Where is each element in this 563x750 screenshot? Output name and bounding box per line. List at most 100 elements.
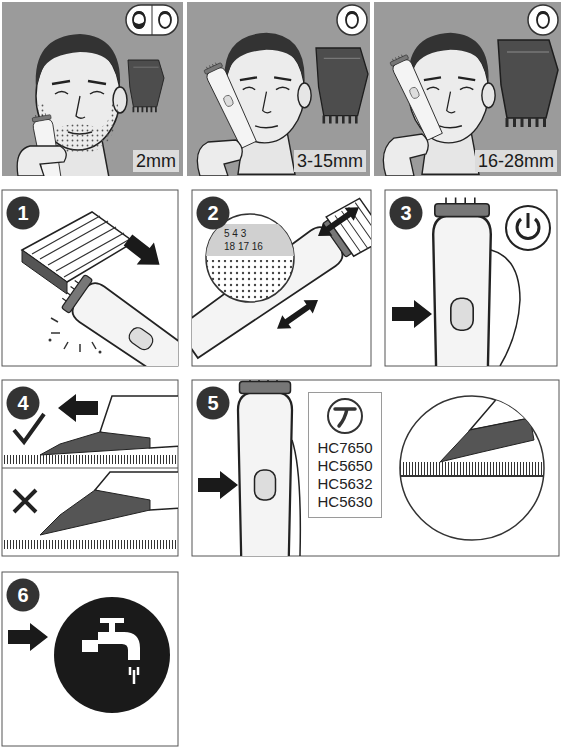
long-hair-illustration xyxy=(537,11,549,28)
short-hair-illustration xyxy=(202,60,257,149)
comb-angle-illustration xyxy=(14,490,36,512)
long-hair-illustration xyxy=(498,40,558,127)
long-hair-illustration xyxy=(528,5,558,35)
step-number: 2 xyxy=(196,196,230,230)
model-number: HC5630 xyxy=(317,493,372,511)
step-number: 3 xyxy=(389,196,423,230)
adjust-length-illustration xyxy=(272,293,322,335)
beard-trim-illustration xyxy=(159,11,171,28)
model-box: HC7650HC5650HC5632HC5630 xyxy=(308,392,382,518)
long-hair-illustration xyxy=(383,134,428,176)
turbo-illustration xyxy=(398,462,548,476)
short-hair-illustration xyxy=(337,5,367,35)
step-number-text: 4 xyxy=(17,393,28,413)
power-on-illustration xyxy=(506,206,550,250)
attach-comb-illustration xyxy=(57,271,178,366)
long-hair-illustration xyxy=(383,5,558,176)
rinse-illustration xyxy=(54,597,170,713)
beard-trim-illustration xyxy=(17,146,66,176)
beard-trim-illustration xyxy=(133,11,145,29)
turbo-illustration xyxy=(238,380,292,556)
comb-angle-illustration xyxy=(2,468,178,469)
turbo-illustration xyxy=(198,380,548,556)
model-number: HC7650 xyxy=(317,439,372,457)
rinse-illustration xyxy=(82,632,140,660)
step-number-text: 5 xyxy=(207,393,218,413)
tool-panel: 16-28mm xyxy=(374,2,561,176)
scale-marking: 18 17 16 xyxy=(224,241,263,253)
step-number: 5 xyxy=(196,386,230,420)
step-number: 6 xyxy=(6,578,40,612)
beard-trim-illustration xyxy=(128,60,164,112)
short-hair-illustration xyxy=(346,11,358,28)
size-label: 16-28mm xyxy=(475,150,557,172)
number-circle xyxy=(7,197,40,230)
adjust-length-illustration xyxy=(192,215,358,361)
adjust-length-illustration xyxy=(192,195,371,361)
turbo-illustration xyxy=(398,395,548,476)
top-panels xyxy=(374,2,561,176)
comb-angle-illustration xyxy=(40,490,150,535)
beard-trim-illustration xyxy=(126,5,178,35)
tool-panel: 2mm xyxy=(2,2,183,176)
adjust-length-illustration xyxy=(200,224,300,310)
step-panel xyxy=(2,572,178,746)
short-hair-illustration xyxy=(316,48,368,123)
rinse-illustration xyxy=(130,667,138,684)
step-number-text: 2 xyxy=(207,203,218,223)
number-circle xyxy=(7,579,40,612)
attach-comb-illustration xyxy=(99,351,102,354)
adjust-length-illustration xyxy=(313,201,363,243)
attach-comb-illustration xyxy=(49,339,52,342)
rinse-illustration xyxy=(8,597,170,713)
turbo-logo xyxy=(335,409,355,426)
step-number-text: 6 xyxy=(17,585,28,605)
size-label: 3-15mm xyxy=(294,150,366,172)
comb-angle-illustration xyxy=(2,455,178,464)
beard-trim-illustration xyxy=(17,5,178,176)
comb-angle-illustration xyxy=(2,540,178,549)
attach-comb-illustration xyxy=(22,212,178,366)
short-hair-illustration xyxy=(197,5,368,176)
adjust-length-illustration xyxy=(200,260,300,310)
turbo-illustration xyxy=(292,440,300,556)
attach-comb-illustration xyxy=(51,318,96,352)
turbo-illustration xyxy=(198,471,238,499)
step-number: 1 xyxy=(6,196,40,230)
tool-panel: 3-15mm xyxy=(187,2,370,176)
turbo-logo xyxy=(326,397,364,435)
power-on-illustration xyxy=(491,250,520,366)
number-circle xyxy=(197,387,230,420)
attach-comb-illustration xyxy=(119,229,168,276)
number-circle xyxy=(7,387,40,420)
top-panels xyxy=(187,2,370,176)
comb-angle-illustration xyxy=(40,432,150,455)
step-number: 4 xyxy=(6,386,40,420)
scale-marking: 5 4 3 xyxy=(224,228,246,240)
power-on-illustration xyxy=(527,213,530,228)
turbo-logo xyxy=(328,399,362,433)
rinse-illustration xyxy=(100,618,124,623)
size-label: 2mm xyxy=(133,150,179,172)
rinse-illustration xyxy=(109,623,115,632)
attach-comb-illustration xyxy=(22,250,67,294)
rinse-illustration xyxy=(8,623,48,651)
comb-angle-illustration xyxy=(58,394,98,422)
turbo-illustration xyxy=(398,475,548,477)
step-number-text: 3 xyxy=(400,203,411,223)
power-on-illustration xyxy=(392,300,432,328)
number-circle xyxy=(197,197,230,230)
step-number-text: 1 xyxy=(17,203,28,223)
beard-trim-illustration xyxy=(152,5,153,35)
power-on-illustration xyxy=(433,197,491,366)
short-hair-illustration xyxy=(197,140,242,176)
long-hair-illustration xyxy=(388,52,443,141)
number-circle xyxy=(390,197,423,230)
turbo-illustration xyxy=(440,418,534,462)
model-number: HC5632 xyxy=(317,475,372,493)
model-number: HC5650 xyxy=(317,457,372,475)
step-panel xyxy=(2,190,559,746)
